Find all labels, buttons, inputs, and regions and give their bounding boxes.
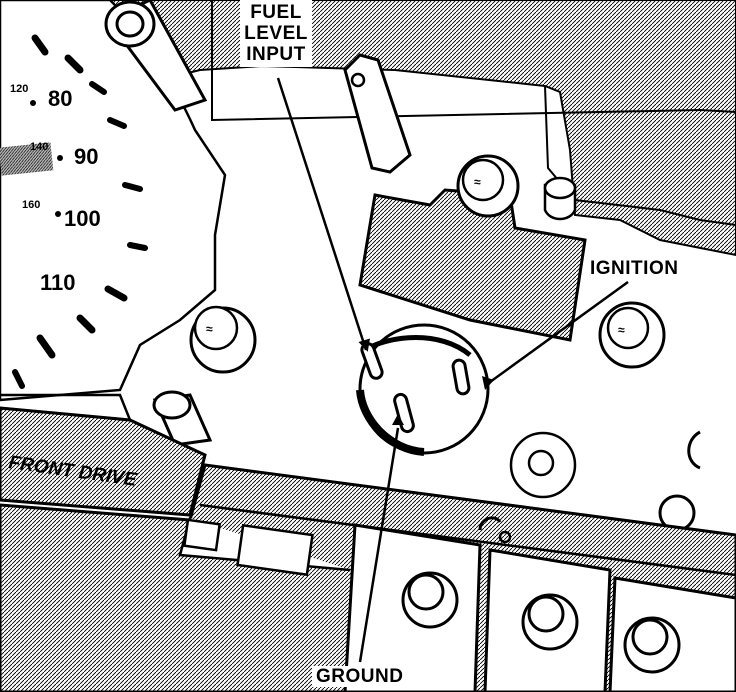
speed-label-110: 110 xyxy=(40,270,76,295)
lamp-holder-2 xyxy=(521,593,579,651)
gauge-connector xyxy=(356,323,490,456)
bulb-socket-top: ≈ xyxy=(456,154,520,218)
kmh-label-140: 140 xyxy=(30,141,48,153)
fuel-level-input-label: FUEL LEVEL INPUT xyxy=(240,0,312,67)
lamp-holder-1 xyxy=(401,571,459,629)
svg-text:≈: ≈ xyxy=(618,323,625,337)
ground-label: GROUND xyxy=(312,666,408,687)
holder-screw xyxy=(478,516,512,544)
bulb-socket-right: ≈ xyxy=(598,301,666,369)
kmh-label-160: 160 xyxy=(22,199,40,211)
dial-ticks xyxy=(12,34,148,389)
ignition-pin xyxy=(451,358,471,396)
svg-text:≈: ≈ xyxy=(206,322,213,336)
small-post xyxy=(543,176,577,221)
bulb-socket-lower xyxy=(509,431,577,499)
fuel-label-line-3: INPUT xyxy=(246,44,306,65)
ground-leader xyxy=(358,427,400,663)
fuel-leader xyxy=(276,77,368,351)
leader-lines xyxy=(276,77,629,663)
fuel-label-line-2: LEVEL xyxy=(244,23,308,44)
ignition-label: IGNITION xyxy=(586,258,683,279)
ignition-leader xyxy=(489,280,629,384)
lamp-holder-3 xyxy=(623,616,681,674)
fuel-label-line-1: FUEL xyxy=(250,2,302,23)
speed-label-90: 90 xyxy=(74,144,98,169)
standoff-post xyxy=(152,390,213,447)
top-post xyxy=(104,0,208,112)
speed-label-100: 100 xyxy=(64,206,101,231)
kmh-label-120: 120 xyxy=(10,83,28,95)
bulb-socket-left: ≈ xyxy=(189,305,257,374)
mounting-tab xyxy=(343,53,412,174)
svg-text:≈: ≈ xyxy=(474,175,481,189)
front-drive-panel: FRONT DRIVE xyxy=(0,393,207,517)
speed-label-80: 80 xyxy=(48,86,72,111)
circuit-board xyxy=(358,188,587,342)
